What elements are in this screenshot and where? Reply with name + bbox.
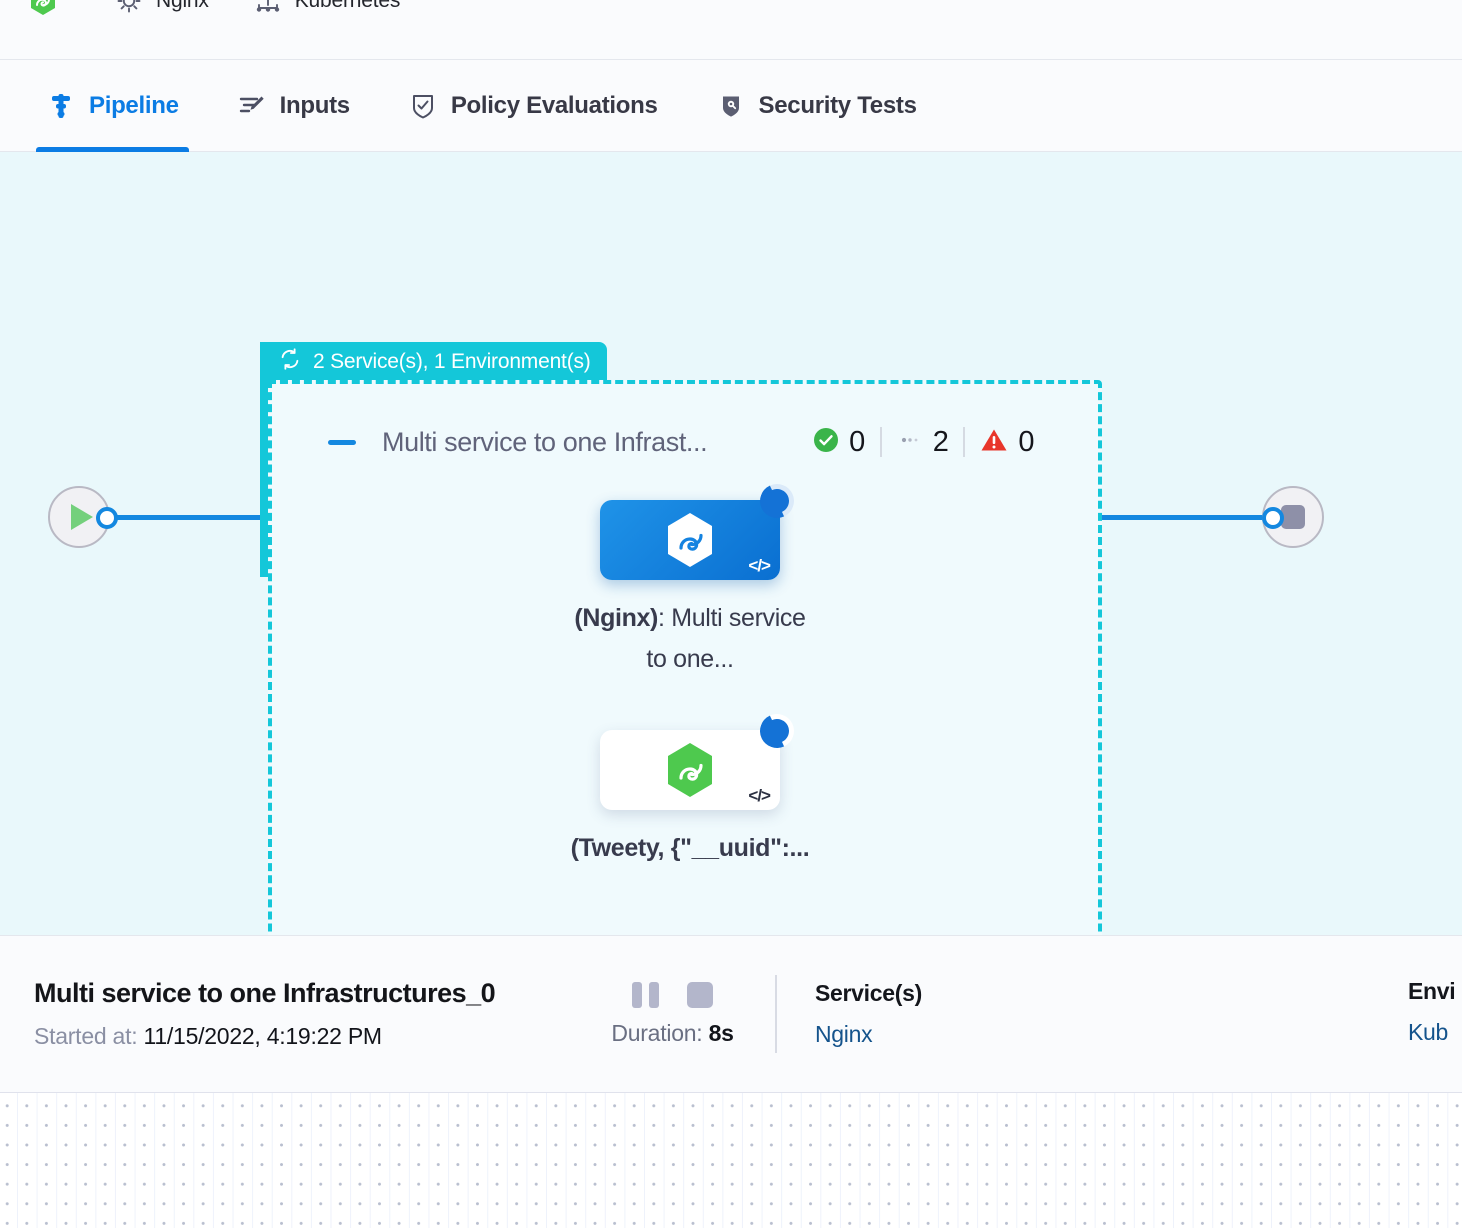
status-count-running: 2: [882, 426, 964, 459]
breadcrumb-item-0[interactable]: [28, 0, 70, 16]
status-count-error: 0: [965, 426, 1049, 459]
start-node-handle[interactable]: [96, 507, 118, 529]
execution-title: Multi service to one Infrastructures_0: [34, 978, 496, 1008]
group-status-counts: 0 2: [798, 418, 1049, 466]
tab-bar: Pipeline Inputs Policy Evaluations: [0, 60, 1462, 152]
tab-inputs-label: Inputs: [279, 91, 351, 119]
tweety-service-node-card[interactable]: </>: [600, 709, 799, 810]
edge-start-to-group: [108, 515, 268, 520]
environments-column: Envi Kub: [1408, 978, 1456, 1046]
services-header: Service(s): [815, 980, 922, 1006]
status-count-running-value: 2: [932, 425, 949, 458]
collapse-dash-icon[interactable]: [328, 439, 356, 445]
gear-icon: [114, 0, 144, 16]
execution-summary: Multi service to one Infrastructures_0 S…: [0, 978, 570, 1050]
group-container[interactable]: Multi service to one Infrast... 0: [268, 380, 1102, 935]
tab-security-tests-label: Security Tests: [758, 91, 917, 119]
status-count-divider-1: [879, 427, 882, 457]
tab-security-tests[interactable]: Security Tests: [706, 60, 927, 152]
tweety-service-node-label: (Tweety, {"__uuid":...: [565, 828, 815, 869]
stop-button[interactable]: [687, 981, 713, 1008]
duration-value: 8s: [708, 1019, 734, 1046]
success-check-icon: [813, 427, 839, 458]
nginx-service-node-card[interactable]: </>: [600, 479, 799, 580]
nginx-service-node-label: (Nginx): Multi service to one...: [565, 598, 815, 679]
started-at-value: 11/15/2022, 4:19:22 PM: [143, 1023, 383, 1049]
status-count-success: 0: [798, 426, 880, 459]
execution-duration: Duration: 8s: [570, 1020, 775, 1047]
duration-label: Duration:: [611, 1019, 703, 1046]
breadcrumb-item-nginx[interactable]: Nginx: [114, 0, 209, 16]
status-count-error-value: 0: [1018, 425, 1034, 458]
grid-background: [0, 1093, 1462, 1228]
harness-hexagon-icon: [664, 741, 716, 799]
services-value[interactable]: Nginx: [815, 1021, 873, 1047]
pipeline-icon: [46, 91, 76, 121]
playback-controls: [570, 981, 775, 1008]
tab-pipeline-label: Pipeline: [89, 91, 179, 119]
code-glyph-icon: </>: [748, 786, 771, 805]
breadcrumb-item-kubernetes[interactable]: Kubernetes: [253, 0, 400, 16]
breadcrumb-item-kubernetes-label: Kubernetes: [294, 0, 401, 12]
tweety-service-node-label-bold: (Tweety, {"__uuid":...: [570, 834, 810, 862]
breadcrumb-bar: Nginx Kubernetes: [0, 0, 1462, 60]
group-header: Multi service to one Infrast... 0: [272, 418, 1106, 466]
panel-divider: [775, 975, 777, 1053]
pipeline-canvas[interactable]: 2 Service(s), 1 Environment(s) Multi ser…: [0, 152, 1462, 935]
pipeline-node-nginx[interactable]: </> (Nginx): Multi service to one...: [540, 479, 840, 679]
policy-shield-check-icon: [408, 91, 438, 121]
nginx-service-node-label-rest: : Multi service to one...: [646, 604, 806, 673]
loop-repeat-icon: [278, 347, 302, 377]
edge-group-to-stop: [1100, 515, 1272, 520]
group-badge[interactable]: 2 Service(s), 1 Environment(s): [260, 342, 607, 382]
inputs-pencil-icon: [237, 91, 267, 121]
harness-hexagon-icon: [664, 511, 716, 569]
breadcrumb-item-nginx-label: Nginx: [156, 0, 209, 12]
execution-started-at: Started at: 11/15/2022, 4:19:22 PM: [34, 1023, 570, 1050]
running-dots-icon: [897, 427, 923, 458]
execution-info-panel: Multi service to one Infrastructures_0 S…: [0, 935, 1462, 1093]
stop-node-handle[interactable]: [1262, 507, 1284, 529]
tab-policy-evaluations-label: Policy Evaluations: [450, 91, 658, 119]
environments-header: Envi: [1408, 978, 1456, 1004]
environments-value[interactable]: Kub: [1408, 1019, 1449, 1045]
status-count-divider-2: [963, 427, 966, 457]
nginx-hexagon-icon: [28, 0, 58, 16]
pipeline-node-tweety[interactable]: </> (Tweety, {"__uuid":...: [540, 709, 840, 869]
group-badge-label: 2 Service(s), 1 Environment(s): [313, 350, 591, 373]
error-warning-icon: [980, 427, 1008, 458]
kubernetes-icon: [253, 0, 283, 16]
tab-pipeline[interactable]: Pipeline: [36, 60, 189, 152]
services-column: Service(s) Nginx: [777, 980, 922, 1048]
security-shield-icon: [716, 91, 746, 121]
started-at-label: Started at:: [34, 1023, 138, 1049]
tab-policy-evaluations[interactable]: Policy Evaluations: [398, 60, 668, 152]
play-icon: [71, 504, 93, 530]
group-title: Multi service to one Infrast...: [382, 426, 708, 457]
execution-controls: Duration: 8s: [570, 981, 775, 1047]
stop-square-icon: [1281, 505, 1305, 529]
pause-button[interactable]: [632, 981, 659, 1008]
nginx-service-node-label-bold: (Nginx): [574, 604, 659, 632]
status-count-success-value: 0: [849, 425, 865, 458]
tab-inputs[interactable]: Inputs: [227, 60, 360, 152]
code-glyph-icon: </>: [748, 556, 771, 575]
